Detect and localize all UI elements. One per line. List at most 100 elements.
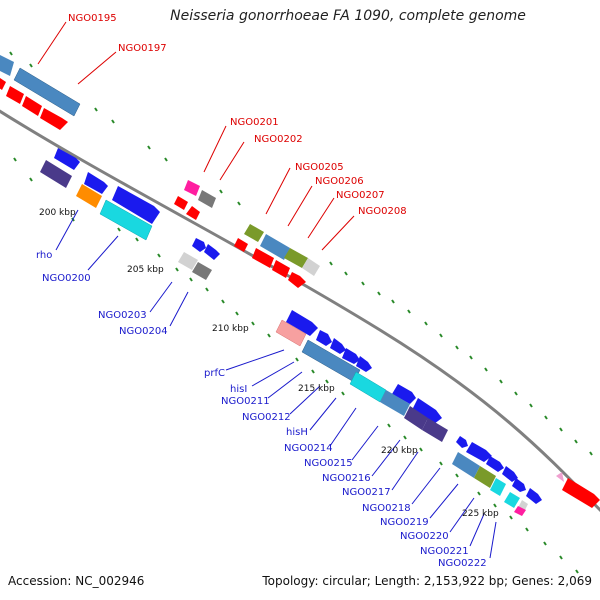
label-ngo0208: NGO0208 (358, 206, 407, 217)
feature-ngo0197-steel (13, 67, 81, 117)
feature-ngo0202-gray (198, 190, 216, 208)
feature-cyan-1 (99, 199, 153, 241)
feature-red-10 (288, 272, 306, 288)
features-upper-left (0, 55, 81, 130)
label-ngo0215: NGO0215 (304, 458, 353, 469)
kbp-labels: 200 kbp 205 kbp 210 kbp 215 kbp 220 kbp … (39, 208, 499, 519)
feature-blue-16 (502, 466, 518, 482)
features-205-208 (234, 224, 320, 288)
feature-red-8 (252, 248, 274, 268)
map-title: Neisseria gonorrhoeae FA 1090, complete … (170, 8, 526, 24)
label-ngo0201: NGO0201 (230, 117, 279, 128)
feature-red-6 (186, 206, 200, 220)
features-203-204 (178, 238, 220, 280)
kbp-205: 205 kbp (127, 265, 164, 275)
label-ngo0220: NGO0220 (400, 531, 449, 542)
outer-ticks (9, 51, 593, 456)
feature-blue-15 (486, 456, 504, 472)
feature-ngo0195-steel (0, 55, 14, 76)
genome-summary-text: Topology: circular; Length: 2,153,922 bp… (262, 574, 592, 588)
label-ngo0221: NGO0221 (420, 546, 469, 557)
kbp-215: 215 kbp (298, 384, 335, 394)
feature-cyan-2 (349, 371, 387, 403)
feature-blue-9 (342, 348, 360, 364)
feature-blue-14 (466, 442, 492, 462)
feature-steel-3 (452, 452, 480, 478)
label-ngo0200: NGO0200 (42, 273, 91, 284)
top-gene-labels: NGO0195 NGO0197 NGO0201 NGO0202 NGO0205 … (68, 13, 407, 217)
feature-blue-17 (512, 478, 526, 492)
feature-cyan-3 (490, 478, 506, 496)
feature-blue-12 (412, 398, 442, 424)
feature-blue-5 (204, 244, 220, 260)
feature-blue-10 (356, 356, 372, 372)
feature-blue-3 (112, 186, 160, 224)
label-ngo0205: NGO0205 (295, 162, 344, 173)
feature-red-9 (272, 260, 290, 278)
feature-red-11 (562, 478, 600, 508)
feature-blue-8 (330, 338, 346, 354)
feature-ngo0204-gray (192, 262, 212, 280)
red-label-leaders (37, 21, 355, 251)
genome-backbone (0, 109, 600, 513)
feature-orange (76, 184, 102, 208)
feature-cyan-4 (504, 492, 520, 508)
feature-navy-3 (422, 418, 448, 442)
kbp-220: 220 kbp (381, 446, 418, 456)
kbp-200: 200 kbp (39, 208, 76, 218)
label-ngo0212: NGO0212 (242, 412, 291, 423)
label-ngo0222: NGO0222 (438, 558, 487, 569)
feature-red-2 (6, 86, 24, 104)
label-ngo0203: NGO0203 (98, 310, 147, 321)
label-ngo0216: NGO0216 (322, 473, 371, 484)
label-ngo0197: NGO0197 (118, 43, 167, 54)
label-ngo0202: NGO0202 (254, 134, 303, 145)
feature-red-1 (0, 78, 6, 90)
feature-ngo0206-steel (260, 234, 290, 260)
label-ngo0206: NGO0206 (315, 176, 364, 187)
label-ngo0218: NGO0218 (362, 503, 411, 514)
label-ngo0195: NGO0195 (68, 13, 117, 24)
feature-pink-small (556, 472, 564, 482)
blue-label-leaders (55, 209, 497, 559)
feature-ngo0207-olive (284, 248, 308, 268)
label-prfc: prfC (204, 368, 225, 379)
feature-blue-7 (316, 330, 332, 346)
feature-ngo0203-lightgray (178, 252, 198, 270)
label-ngo0217: NGO0217 (342, 487, 391, 498)
label-rho: rho (36, 250, 52, 261)
feature-ngo0208-lightgray (302, 258, 320, 276)
kbp-225: 225 kbp (462, 509, 499, 519)
feature-blue-13 (456, 436, 468, 448)
feature-blue-2 (84, 172, 108, 194)
feature-navy-2 (404, 406, 428, 430)
label-ngo0219: NGO0219 (380, 517, 429, 528)
label-ngo0211: NGO0211 (221, 396, 270, 407)
feature-ngo0201-magenta (184, 180, 200, 196)
bottom-gene-labels: rho NGO0200 NGO0203 NGO0204 prfC hisI NG… (36, 250, 487, 569)
feature-prfc-pink (275, 319, 307, 347)
label-ngo0214: NGO0214 (284, 443, 333, 454)
feature-red-3 (22, 96, 42, 116)
label-hish: hisH (286, 427, 308, 438)
accession-text: Accession: NC_002946 (8, 574, 145, 588)
label-hisi: hisI (230, 384, 247, 395)
feature-blue-1 (54, 148, 80, 170)
feature-magenta-2 (514, 506, 526, 516)
kbp-210: 210 kbp (212, 324, 249, 334)
feature-blue-18 (526, 488, 542, 504)
features-200kbp (40, 148, 160, 241)
feature-blue-11 (392, 384, 416, 404)
feature-red-5 (174, 196, 188, 210)
feature-navy-1 (40, 160, 72, 188)
features-201-202 (174, 180, 216, 220)
label-ngo0207: NGO0207 (336, 190, 385, 201)
feature-red-7 (234, 238, 248, 252)
feature-ngo0205-olive (244, 224, 264, 242)
label-ngo0204: NGO0204 (119, 326, 168, 337)
feature-red-4 (40, 108, 68, 130)
feature-steel-2 (380, 390, 410, 416)
feature-olive-2 (474, 466, 496, 488)
feature-blue-6 (286, 310, 318, 336)
